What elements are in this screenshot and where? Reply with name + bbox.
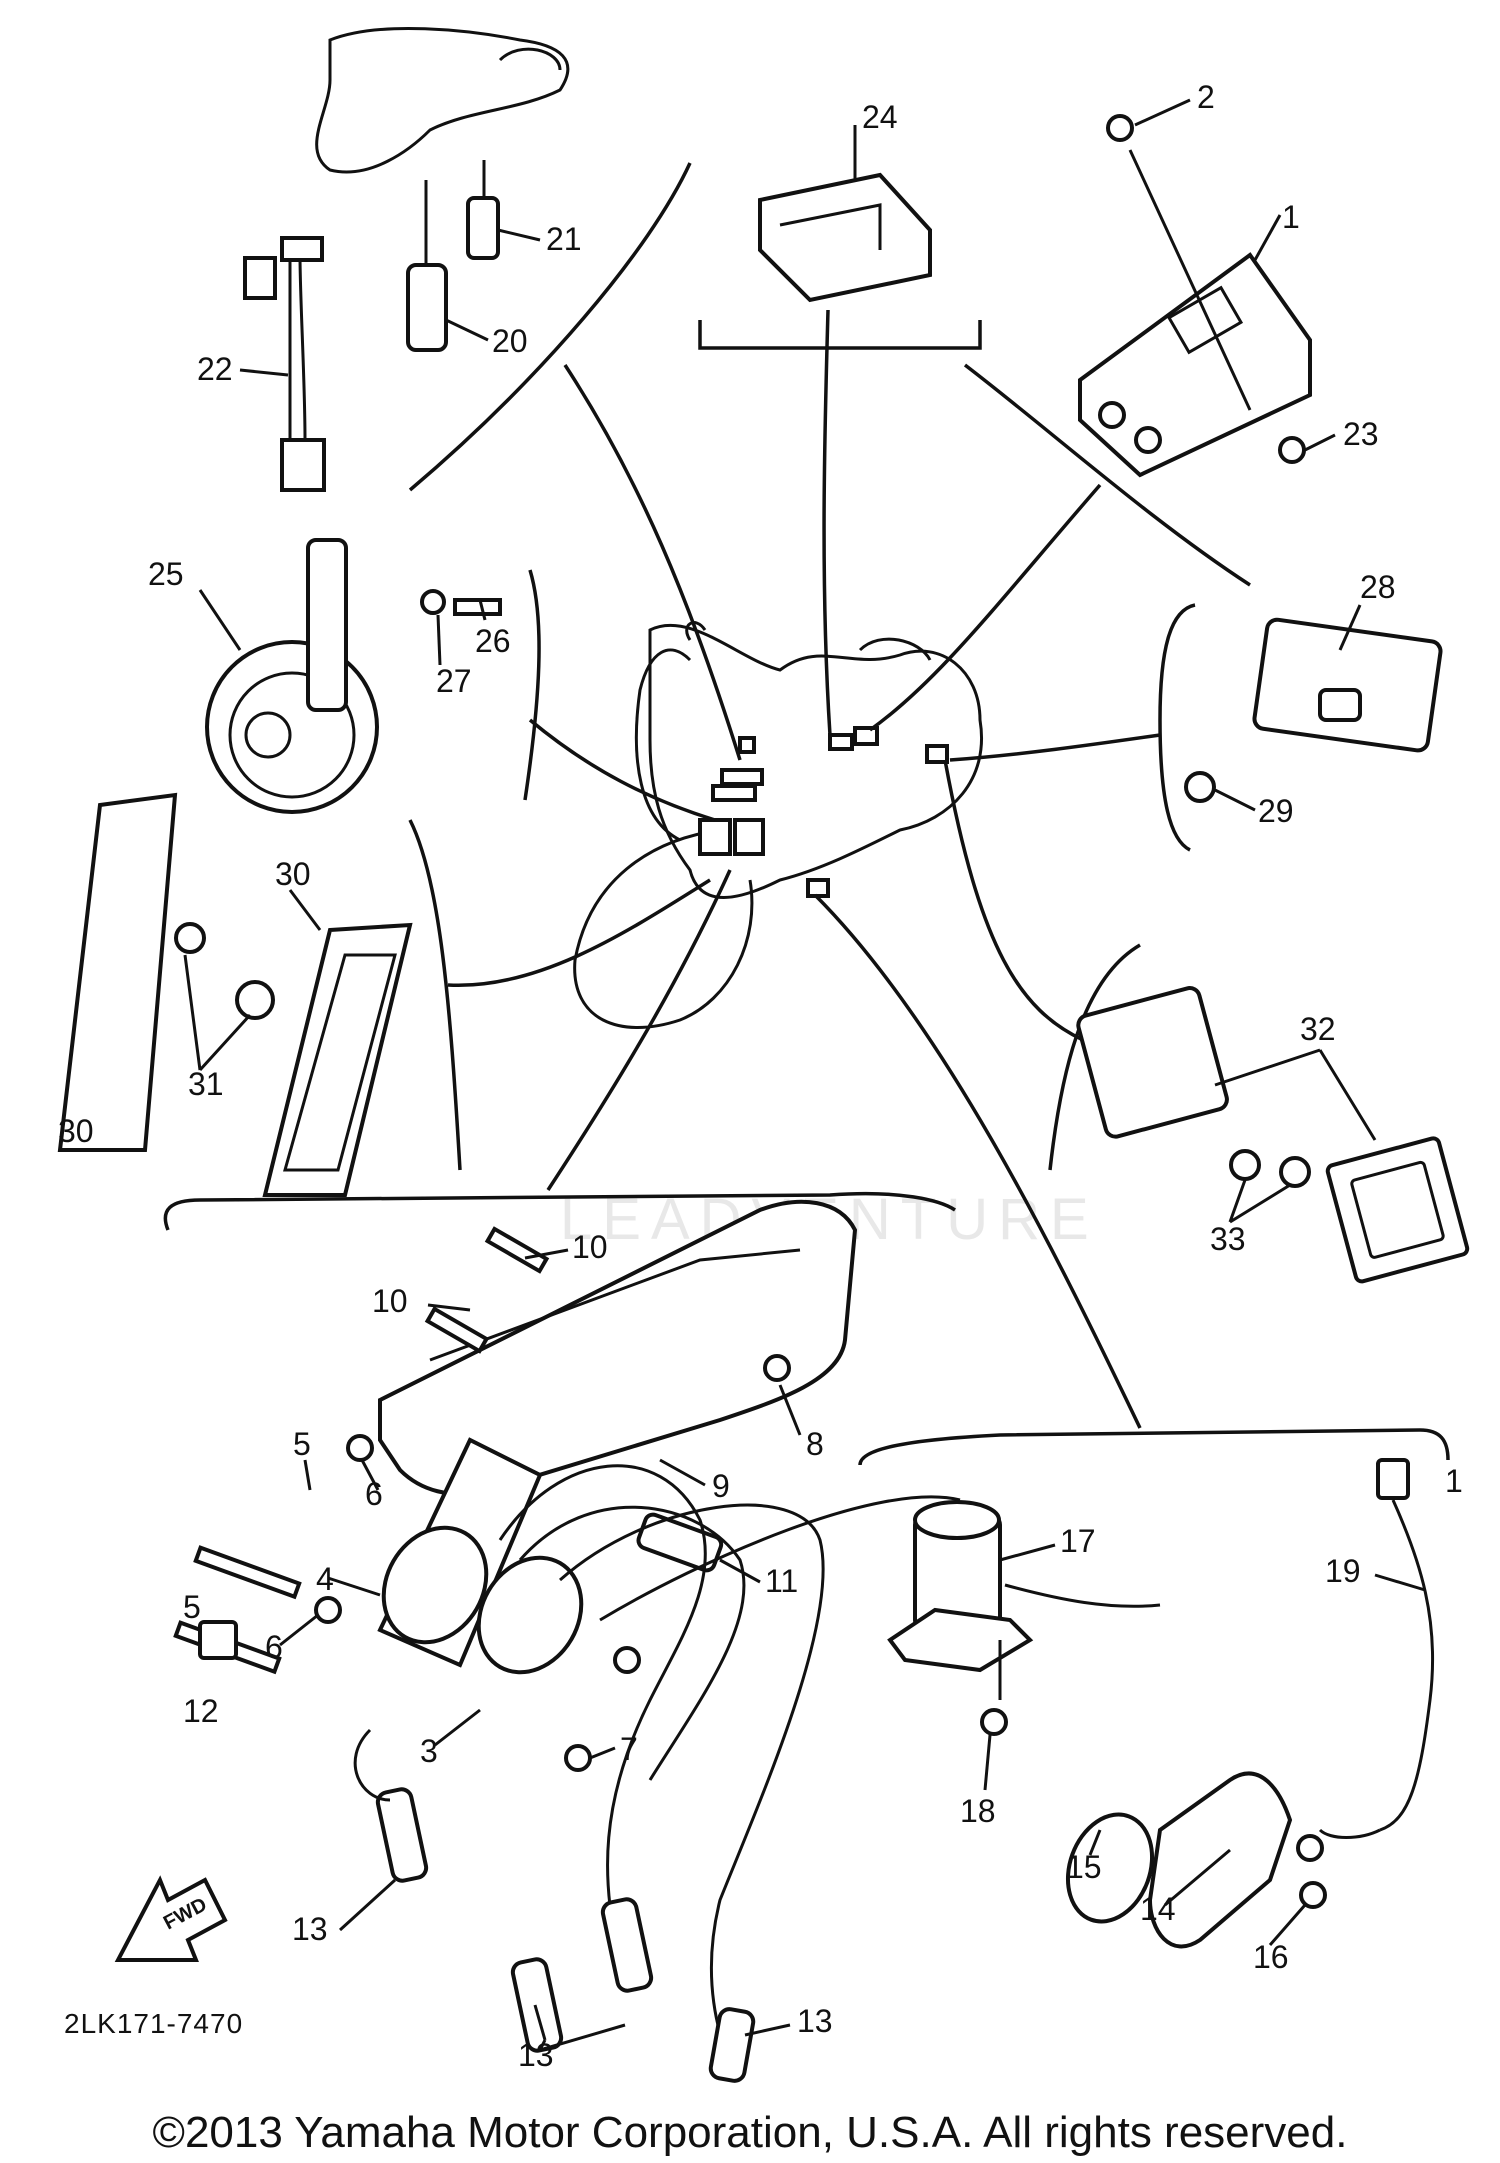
- callout-32: 32: [1300, 1011, 1336, 1047]
- callout-22: 22: [197, 351, 233, 387]
- frame-sketch: [573, 621, 983, 1029]
- callout-14: 14: [1140, 1891, 1176, 1927]
- callout-31: 31: [188, 1066, 224, 1102]
- figure-number: 2LK171-7470: [64, 2008, 244, 2039]
- part-22-wire-lead: [243, 236, 326, 492]
- part-13-plug-caps: [353, 1464, 961, 2083]
- part-20-21-switches: [315, 26, 570, 352]
- part-2-screw: [1106, 114, 1134, 142]
- callout-28: 28: [1360, 569, 1396, 605]
- callout-30b: 30: [58, 1113, 94, 1149]
- callout-30a: 30: [275, 856, 311, 892]
- part-24-relay: [758, 172, 932, 303]
- callout-8: 8: [806, 1426, 824, 1462]
- part-17-solenoid: [887, 1500, 1161, 1736]
- callout-19: 19: [1325, 1553, 1361, 1589]
- part-12-connector: [198, 1620, 238, 1660]
- part-28-reflector: [1184, 617, 1443, 803]
- callout-13a: 13: [292, 1911, 328, 1947]
- callout-6b: 6: [265, 1629, 283, 1665]
- callout-6a: 6: [365, 1476, 383, 1512]
- callout-19-1: 1: [1445, 1463, 1463, 1499]
- callout-9: 9: [712, 1468, 730, 1504]
- part-25-horn: [205, 538, 502, 814]
- callout-13c: 13: [797, 2003, 833, 2039]
- callout-29: 29: [1258, 793, 1294, 829]
- fwd-arrow-icon: FWD: [114, 1875, 228, 1962]
- callout-7: 7: [620, 1731, 638, 1767]
- callout-5a: 5: [293, 1426, 311, 1462]
- callout-5b: 5: [183, 1589, 201, 1625]
- part-1-control-unit: [1078, 149, 1312, 478]
- callout-3: 3: [420, 1733, 438, 1769]
- part-19-lead-wire: [1296, 1458, 1435, 1862]
- copyright-notice: ©2013 Yamaha Motor Corporation, U.S.A. A…: [152, 2108, 1348, 2157]
- part-3-4-ignition-coils: [173, 1434, 641, 1772]
- callout-26: 26: [475, 623, 511, 659]
- callout-33: 33: [1210, 1221, 1246, 1257]
- callout-24: 24: [862, 99, 898, 135]
- callout-25: 25: [148, 556, 184, 592]
- part-9-cover: [378, 1199, 858, 1496]
- callout-27: 27: [436, 663, 472, 699]
- callout-23: 23: [1343, 416, 1379, 452]
- callout-10a: 10: [572, 1229, 608, 1265]
- part-32-lamp-reflectors: [1076, 986, 1470, 1284]
- part-30-side-reflectors: [57, 792, 413, 1197]
- callout-13b: 13: [518, 2037, 554, 2073]
- callout-18: 18: [960, 1793, 996, 1829]
- callout-15: 15: [1066, 1849, 1102, 1885]
- callout-pointers: [183, 98, 1426, 2053]
- callout-2: 2: [1197, 79, 1215, 115]
- callout-11: 11: [765, 1563, 798, 1599]
- callout-12: 12: [183, 1693, 219, 1729]
- callout-labels: 1 2 3 4 5 5 6 6 7 8 9 10 10 11 12 13 13 …: [58, 79, 1463, 2073]
- callout-4: 4: [316, 1561, 334, 1597]
- callout-1: 1: [1282, 199, 1300, 235]
- callout-10b: 10: [372, 1283, 408, 1319]
- callout-20: 20: [492, 323, 528, 359]
- callout-17: 17: [1060, 1523, 1096, 1559]
- callout-21: 21: [546, 221, 582, 257]
- part-23-nut: [1278, 436, 1306, 464]
- leader-lines: [447, 309, 1161, 1429]
